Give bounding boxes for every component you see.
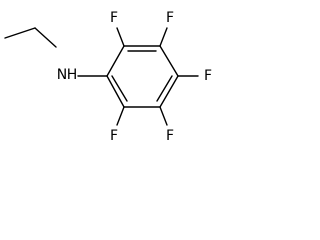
amine-nitrogen-label: N [57,67,67,83]
ring-double-bond-left [111,75,128,102]
fluorine-top-left-label: F [110,10,118,26]
ethyl-bond-ch3-ch2 [4,27,36,39]
ring-bond-c3-c4 [159,45,179,77]
cf-bond-top-left [116,27,125,47]
ring-double-bond-right [156,75,173,102]
fluorine-top-right-label: F [166,10,174,26]
fluorine-bottom-right-label: F [166,128,174,144]
ethyl-bond-ch2-n [34,27,57,48]
amine-hydrogen-label: H [67,67,78,83]
cf-bond-bottom-right [159,106,168,126]
fluorine-bottom-left-label: F [110,128,118,144]
cf-bond-top-right [159,27,168,47]
ring-bond-c4-c5 [159,75,179,108]
fluorine-right-label: F [204,68,212,84]
ring-bond-c6-c1 [106,75,125,108]
molecule-structure-diagram: N H F F F F F [4,10,212,144]
cf-bond-bottom-left [116,106,125,126]
ring-bond-c1-c2 [106,45,125,77]
